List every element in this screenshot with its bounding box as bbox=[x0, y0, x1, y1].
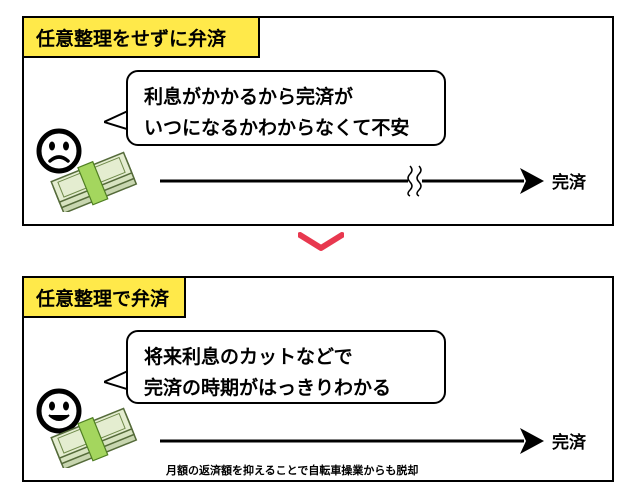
money-stack-icon bbox=[50, 151, 138, 212]
panel-tag: 任意整理をせずに弁済 bbox=[22, 16, 260, 58]
bubble-line: 利息がかかるから完済が bbox=[144, 86, 354, 108]
panel-with-settlement: 任意整理で弁済 将来利息のカットなどで 完済の時期がはっきりわかる 完済 月額の… bbox=[22, 276, 614, 482]
caption-text: 月額の返済額を抑えることで自転車操業からも脱却 bbox=[166, 464, 419, 477]
completion-label: 完済 bbox=[552, 173, 586, 193]
bubble-line: 完済の時期がはっきりわかる bbox=[144, 377, 392, 399]
timeline-arrow bbox=[160, 428, 544, 454]
money-stack-icon bbox=[50, 407, 138, 468]
speech-bubble: 将来利息のカットなどで 完済の時期がはっきりわかる bbox=[126, 330, 446, 404]
chevron-down-icon bbox=[298, 232, 344, 251]
completion-label: 完済 bbox=[552, 433, 586, 453]
bubble-line: 将来利息のカットなどで bbox=[144, 346, 353, 368]
bubble-line: いつになるかわからなくて不安 bbox=[144, 117, 410, 139]
speech-bubble: 利息がかかるから完済が いつになるかわからなくて不安 bbox=[126, 70, 446, 146]
smiling-face-icon bbox=[36, 388, 82, 434]
timeline-arrow bbox=[160, 165, 544, 197]
panel-tag: 任意整理で弁済 bbox=[22, 276, 186, 318]
panel-without-settlement: 任意整理をせずに弁済 利息がかかるから完済が いつになるかわからなくて不安 完済 bbox=[22, 16, 614, 226]
worried-face-icon bbox=[36, 128, 82, 174]
